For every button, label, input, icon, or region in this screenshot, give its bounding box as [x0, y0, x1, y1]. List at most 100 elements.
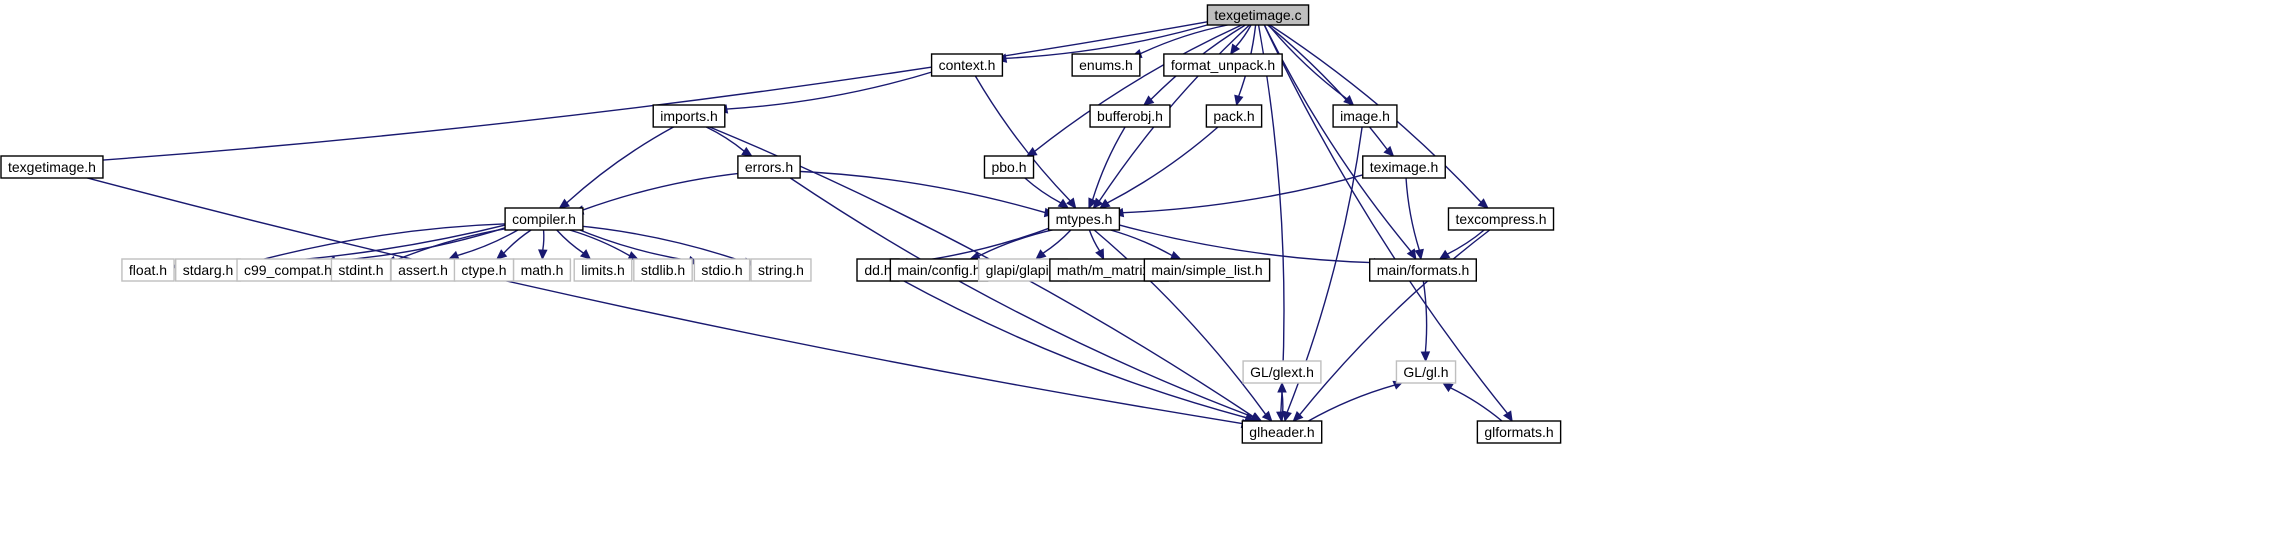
node-label: errors.h [745, 159, 793, 175]
edge-line [1281, 391, 1284, 422]
edge-context_h-to-imports_h [716, 69, 938, 114]
node-box [1476, 420, 1562, 444]
node-dd-h[interactable]: dd.h [856, 258, 900, 282]
node-box [1206, 4, 1310, 26]
node-imports-h[interactable]: imports.h [652, 104, 726, 128]
arrowhead-icon [1420, 351, 1431, 363]
node-label: imports.h [660, 108, 718, 124]
node-pack-h[interactable]: pack.h [1205, 104, 1263, 128]
arrowhead-icon [1066, 197, 1077, 209]
node-label: compiler.h [512, 211, 576, 227]
node-box [1047, 207, 1121, 231]
node-context-h[interactable]: context.h [930, 53, 1004, 77]
node-box [121, 258, 175, 282]
node-image-h[interactable]: image.h [1332, 104, 1398, 128]
node-formats-h[interactable]: main/formats.h [1369, 258, 1477, 282]
node-box [652, 104, 726, 128]
node-label: limits.h [581, 262, 625, 278]
node-layer: texgetimage.c context.h enums.h format_unpa… [0, 4, 1562, 444]
edge-dd_h-to-glheader_h [898, 277, 1256, 422]
edge-line [542, 229, 545, 251]
edge-line [457, 229, 519, 257]
node-texgetimage-h[interactable]: texgetimage.h [0, 155, 104, 179]
edge-line [1005, 21, 1219, 60]
edge-line [1024, 177, 1062, 204]
node-m-matrix-h[interactable]: math/m_matrix.h [1049, 258, 1169, 282]
node-label: image.h [1340, 108, 1390, 124]
node-glformats-h[interactable]: glformats.h [1476, 420, 1562, 444]
arrowhead-icon [496, 249, 508, 260]
node-label: stdarg.h [183, 262, 234, 278]
edge-line [569, 229, 631, 257]
node-box [1143, 258, 1271, 282]
arrowhead-icon [1414, 248, 1424, 261]
edge-line [1422, 280, 1428, 353]
node-compiler-h[interactable]: compiler.h [504, 207, 584, 231]
node-box [0, 155, 104, 179]
node-stdio-h: stdio.h [693, 258, 751, 282]
arrowhead-icon [1292, 410, 1304, 422]
arrowhead-icon [579, 249, 592, 260]
node-label: stdio.h [701, 262, 742, 278]
node-box [750, 258, 812, 282]
edge-compiler_h-to-ctype_h [496, 229, 532, 260]
edge-line [573, 224, 746, 263]
edge-line [242, 222, 515, 266]
edge-pack_h-to-mtypes_h [1099, 126, 1219, 209]
edge-compiler_h-to-stdlib_h [569, 229, 640, 260]
edge-errors_h-to-glheader_h [789, 177, 1262, 422]
node-mtypes-h[interactable]: mtypes.h [1047, 207, 1121, 231]
edge-line [1091, 126, 1126, 200]
edge-line [705, 126, 745, 152]
edge-context_h-to-mtypes_h [974, 75, 1077, 209]
edge-errors_h-to-compiler_h [572, 172, 745, 215]
edge-line [726, 69, 938, 110]
edge-texgetimage_c-to-enums_h [1130, 24, 1228, 59]
node-box [737, 155, 801, 179]
node-label: math.h [521, 262, 564, 278]
node-texgetimage-c[interactable]: texgetimage.c [1206, 4, 1310, 26]
node-enums-h[interactable]: enums.h [1071, 53, 1141, 77]
node-box [693, 258, 751, 282]
edge-teximage_h-to-mtypes_h [1112, 171, 1374, 218]
node-math-h: math.h [512, 258, 572, 282]
node-glheader-h[interactable]: glheader.h [1241, 420, 1323, 444]
edge-line [793, 170, 1046, 214]
node-glapi-h: glapi/glapi.h [977, 258, 1069, 282]
node-teximage-h[interactable]: teximage.h [1362, 155, 1446, 179]
node-label: context.h [939, 57, 996, 73]
node-gl-h: GL/gl.h [1395, 360, 1457, 384]
edge-glformats_h-to-gl_h [1442, 382, 1503, 422]
edge-line [1110, 229, 1173, 257]
edge-line [1042, 229, 1072, 254]
node-label: ctype.h [461, 262, 506, 278]
node-pbo-h[interactable]: pbo.h [983, 155, 1035, 179]
arrowhead-icon [1438, 249, 1451, 260]
arrowhead-icon [1025, 146, 1038, 157]
node-main-config-h[interactable]: main/config.h [889, 258, 989, 282]
edge-line [1450, 387, 1503, 422]
node-errors-h[interactable]: errors.h [737, 155, 801, 179]
node-label: float.h [129, 262, 167, 278]
node-box [512, 258, 572, 282]
node-box [983, 155, 1035, 179]
node-label: pbo.h [991, 159, 1026, 175]
node-label: c99_compat.h [244, 262, 332, 278]
node-texcompress-h[interactable]: texcompress.h [1447, 207, 1555, 231]
node-format-unpack-h[interactable]: format_unpack.h [1163, 53, 1283, 77]
node-label: dd.h [864, 262, 891, 278]
edge-mtypes_h-to-glapi_h [1035, 229, 1072, 260]
edge-line [1267, 24, 1388, 150]
node-bufferobj-h[interactable]: bufferobj.h [1089, 104, 1171, 128]
edge-glheader_h-to-glext_h [1277, 381, 1287, 422]
arrowhead-icon [1169, 250, 1182, 260]
node-label: format_unpack.h [1171, 57, 1275, 73]
node-simple-list-h[interactable]: main/simple_list.h [1143, 258, 1271, 282]
node-box [504, 207, 584, 231]
edge-line [1308, 384, 1395, 422]
node-box [1332, 104, 1398, 128]
edge-texcompress_h-to-formats_h [1438, 229, 1485, 260]
node-label: string.h [758, 262, 804, 278]
node-assert-h: assert.h [390, 258, 456, 282]
